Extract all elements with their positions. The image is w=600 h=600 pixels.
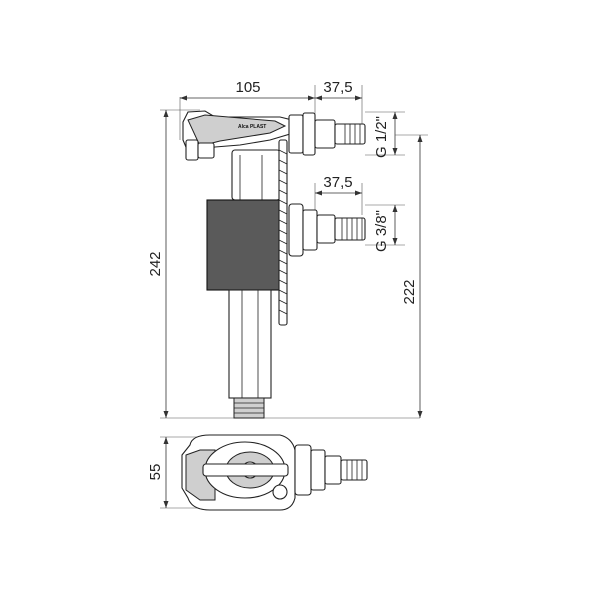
threaded-rod: [278, 139, 288, 326]
dim-inlet-height: 222: [401, 279, 418, 304]
dim-top-thread-offset: 37,5: [323, 79, 352, 96]
dimension-lines: [160, 85, 428, 509]
logo-text: Alca PLAST: [238, 124, 266, 130]
dim-thread-bottom: G 3/8": [373, 210, 390, 252]
valve-top-view: [181, 434, 368, 511]
valve-front-view: Alca PLAST: [182, 110, 366, 419]
dim-total-height: 242: [147, 251, 164, 276]
dim-body-depth: 55: [147, 464, 164, 481]
dim-thread-top: G 1/2": [373, 116, 390, 158]
dim-top-width: 105: [235, 79, 260, 96]
dim-mid-thread-offset: 37,5: [323, 174, 352, 191]
